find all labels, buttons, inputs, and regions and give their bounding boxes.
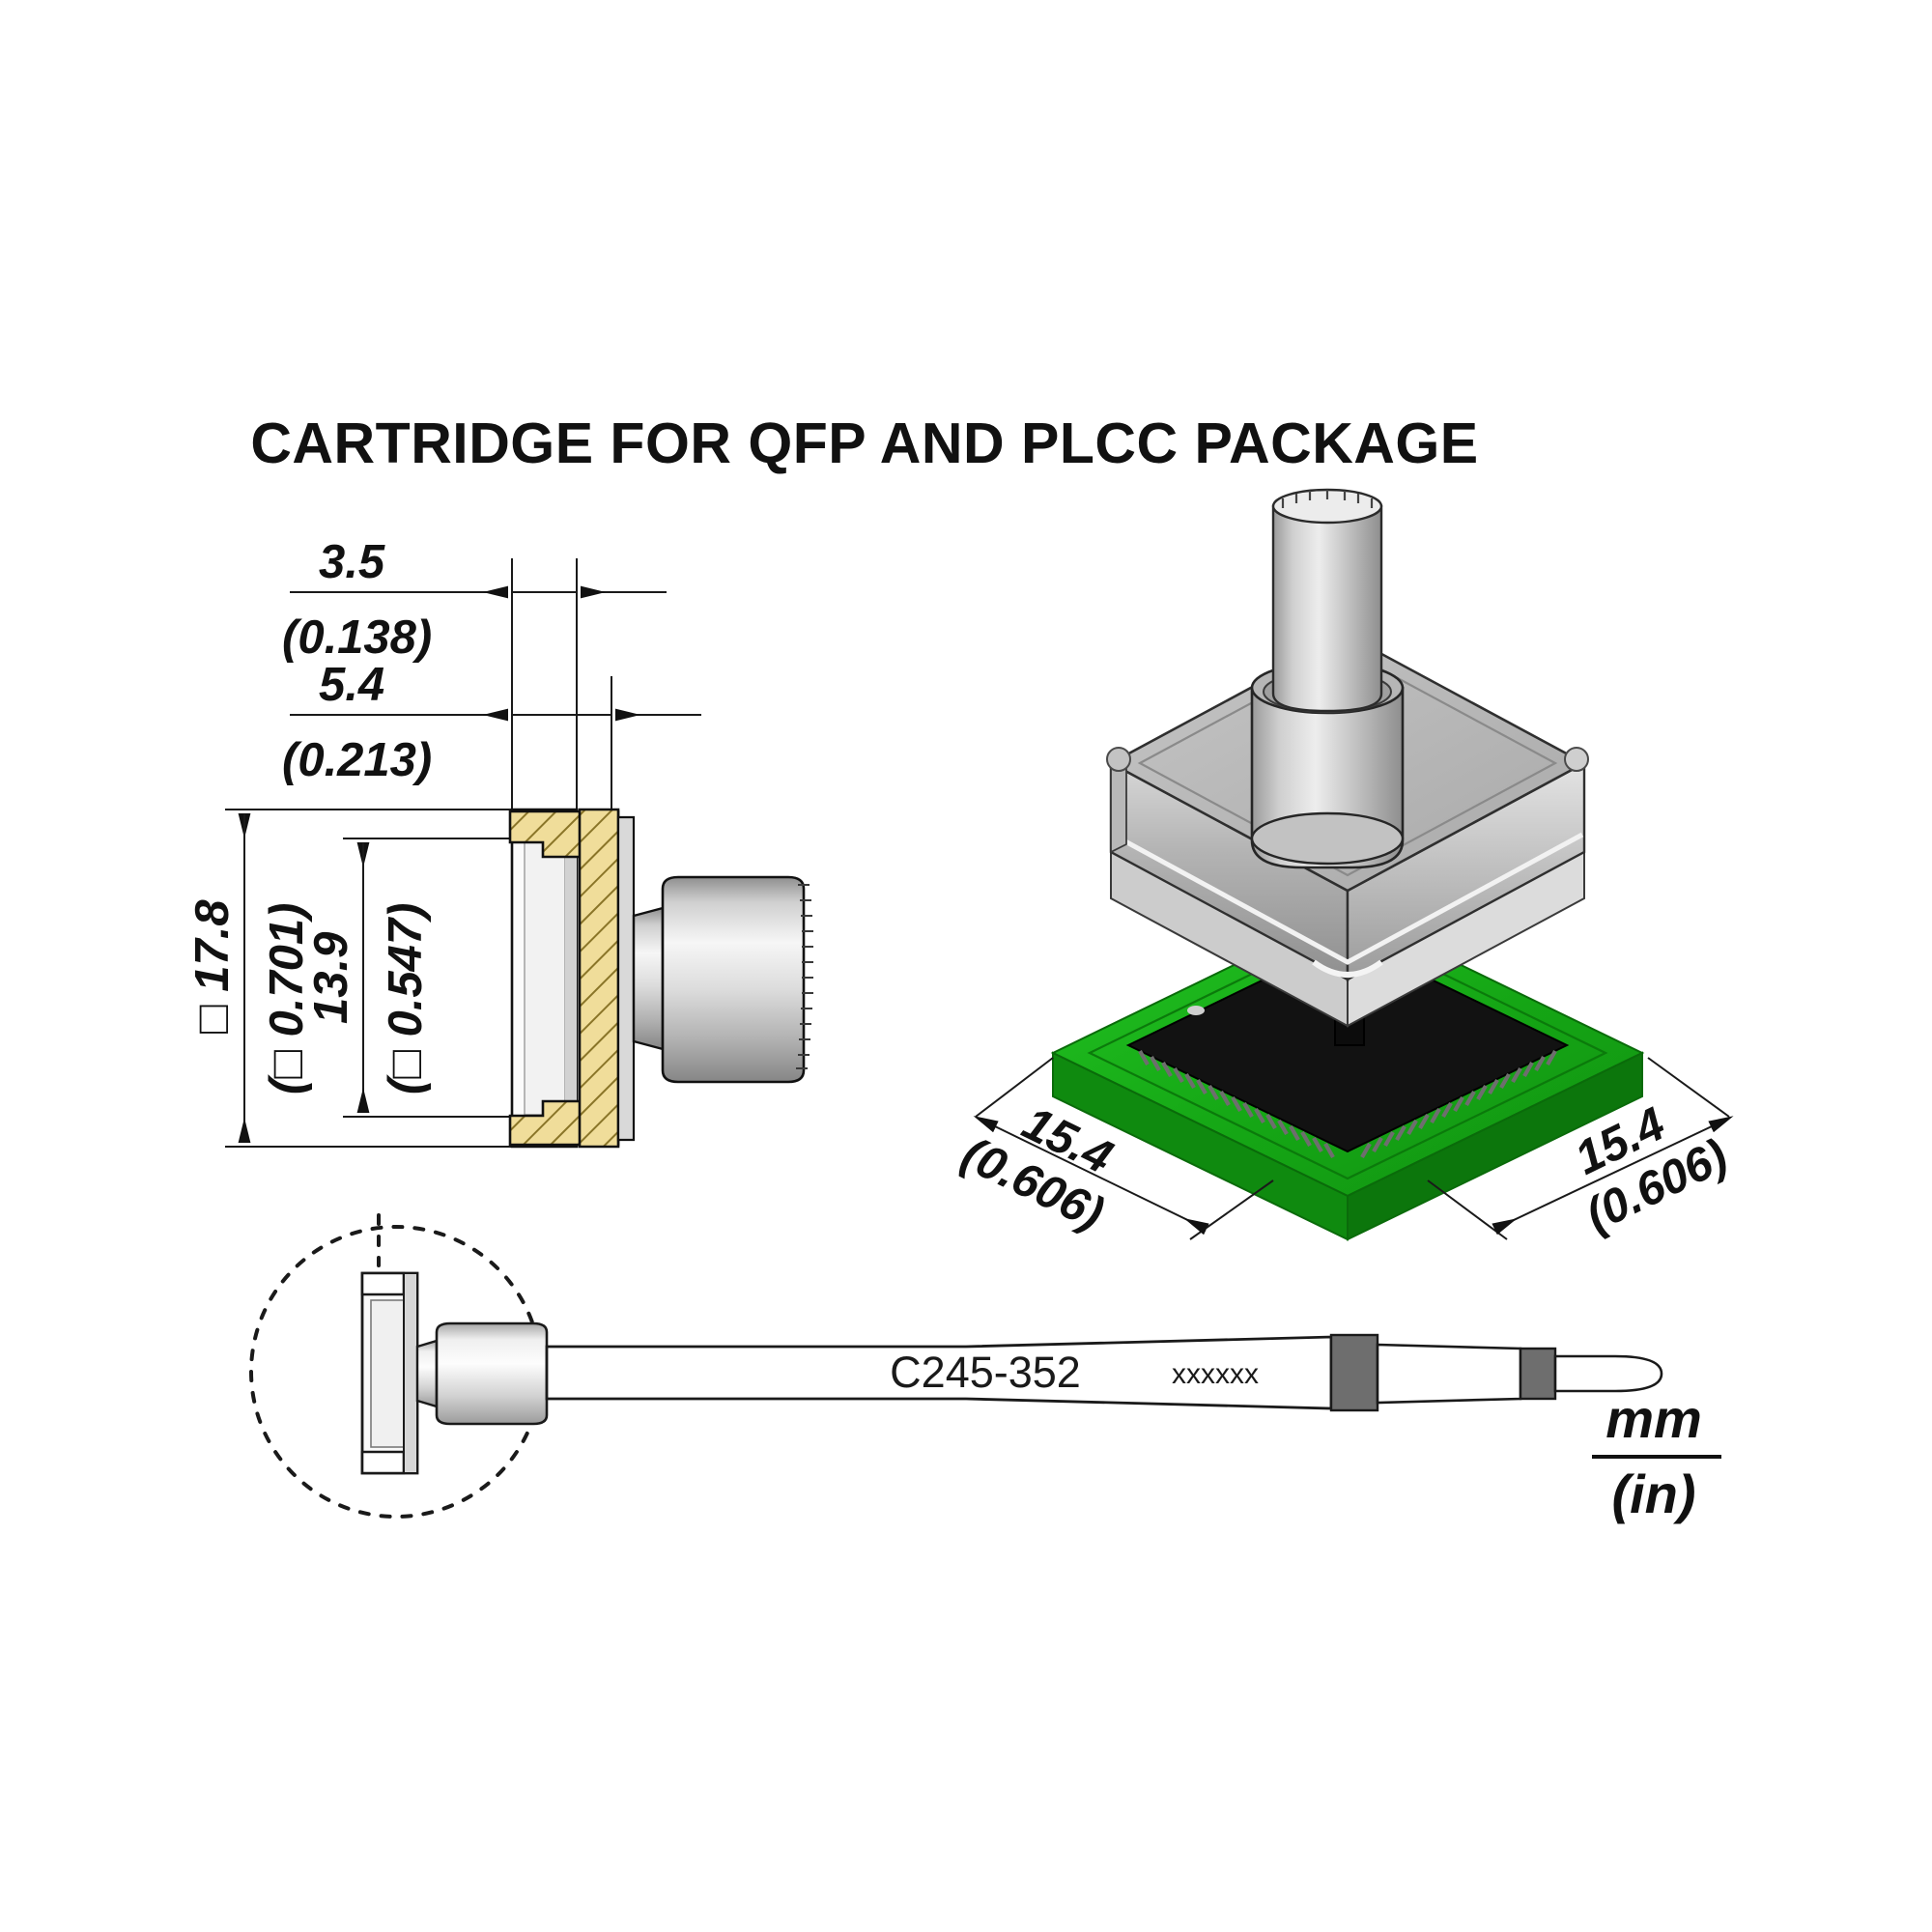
section-metal-liner: [616, 815, 636, 1142]
barrel-cylinder: [435, 1321, 549, 1426]
block-bottom-fillet: [1312, 959, 1383, 978]
dim-5-4-mm: 5.4: [319, 659, 384, 711]
dim-3-5-mm: 3.5: [319, 536, 385, 588]
section-cartridge-stub: [632, 875, 813, 1084]
qfp-pins-right: [1360, 1049, 1557, 1159]
dim-5-4-inch: (0.213): [282, 734, 432, 786]
cylinder-bottom-ellipse: [1250, 811, 1405, 866]
section-wall-shade: [565, 842, 577, 1115]
dim-3-5-inch: (0.138): [282, 611, 432, 664]
dimension-17-8: □ 17.8 (□ 0.701): [186, 813, 313, 1143]
tube-band-first: [1329, 1333, 1379, 1412]
serial-placeholder-label: xxxxxx: [1172, 1358, 1259, 1390]
units-legend-in: (in): [1611, 1463, 1695, 1524]
dim-13-9-mm: 13.9: [305, 931, 357, 1024]
dim-17-8-mm: □ 17.8: [186, 899, 239, 1034]
dim-13-9-inch: (□ 0.547): [380, 903, 432, 1094]
block-highlight-band: [1111, 832, 1584, 965]
stub-cylinder: [661, 875, 806, 1084]
nozzle-head-notch-bottom: [360, 1450, 406, 1475]
cartridge-tube: C245-352 xxxxxx: [545, 1333, 1663, 1412]
cross-section-view: 3.5 (0.138) 5.4 (0.213): [186, 536, 813, 1149]
tube-tip: [1553, 1354, 1663, 1393]
isometric-view: 15.4 (0.606) 15.4 (0.606): [953, 488, 1736, 1242]
stub-knurl: [796, 884, 813, 1069]
stub-collar: [632, 906, 665, 1051]
section-hatch-spine: [578, 808, 620, 1149]
pin-one-marker: [1187, 1006, 1205, 1015]
dimension-5-4: 5.4 (0.213): [282, 659, 701, 786]
cartridge-full-view: C245-352 xxxxxx mm (in): [249, 1213, 1721, 1524]
witness-lines-horizontal: [225, 809, 512, 1148]
cartridge-barrel: [415, 1321, 549, 1426]
tube-band-second: [1519, 1347, 1557, 1401]
tip-shaft-knurl: [1281, 490, 1374, 508]
units-legend-mm: mm: [1605, 1388, 1702, 1449]
part-number-label: C245-352: [890, 1348, 1081, 1397]
dim-17-8-inch: (□ 0.701): [261, 903, 313, 1094]
nozzle-head-bore: [370, 1299, 405, 1448]
qfp-pins-left: [1138, 1049, 1335, 1159]
units-legend: mm (in): [1592, 1388, 1721, 1524]
nozzle-head-shade: [403, 1272, 418, 1474]
cartridge-nozzle-head: [360, 1271, 419, 1475]
section-inner-cavity: [524, 841, 566, 1116]
tube-second-body: [1376, 1343, 1522, 1405]
block-corner-fillet: [1106, 747, 1131, 772]
witness-lines-vertical: [511, 558, 612, 811]
iso-tip-shaft: [1271, 488, 1383, 713]
block-corner-fillet-right: [1564, 747, 1589, 772]
nozzle-head-notch-top: [360, 1271, 406, 1296]
dimension-3-5: 3.5 (0.138): [282, 536, 667, 664]
section-nozzle-body: [508, 808, 636, 1149]
dimension-13-9: 13.9 (□ 0.547): [305, 842, 432, 1113]
page-title: CARTRIDGE FOR QFP AND PLCC PACKAGE: [250, 412, 1479, 475]
barrel-collar: [415, 1339, 439, 1408]
tip-shaft-body: [1271, 504, 1383, 713]
